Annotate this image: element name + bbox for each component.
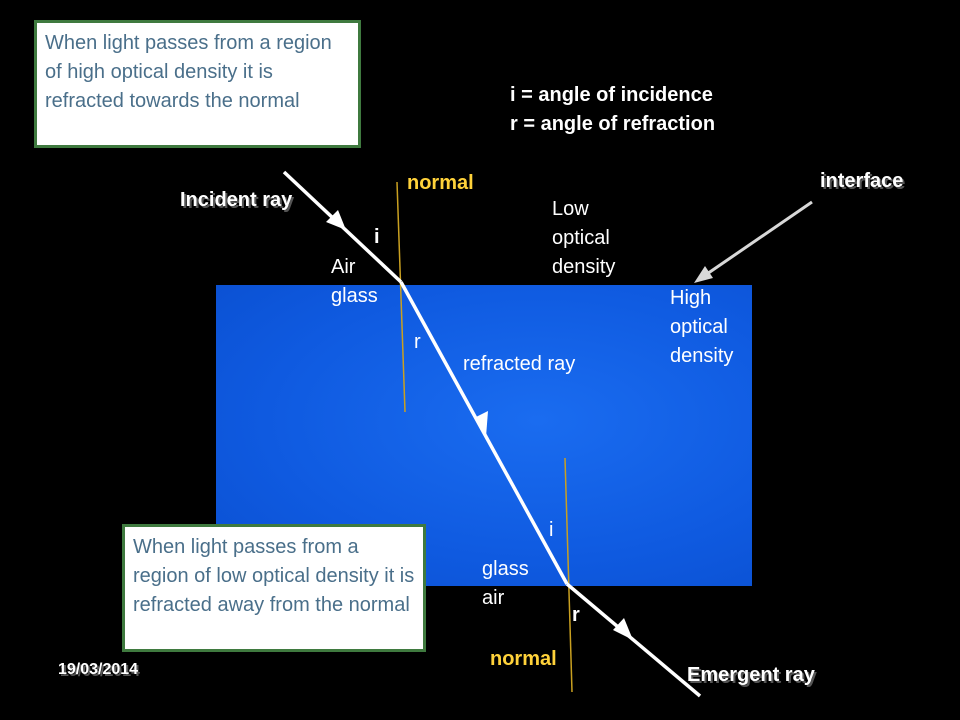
label-interface: interface bbox=[820, 170, 904, 192]
legend-refraction: r = angle of refraction bbox=[510, 113, 716, 135]
normal-line-bottom bbox=[564, 457, 573, 693]
emergent-ray-line bbox=[565, 582, 702, 698]
label-low-density-3: density bbox=[552, 256, 616, 278]
label-refracted-ray: refracted ray bbox=[463, 353, 576, 375]
label-glass-bottom: glass bbox=[482, 558, 529, 580]
refracted-ray-arrowhead bbox=[474, 411, 488, 437]
label-incident-ray: Incident ray bbox=[180, 189, 293, 211]
slide-date: 19/03/2014 bbox=[58, 661, 139, 678]
label-air-bottom: air bbox=[482, 587, 505, 609]
label-air-top: Air bbox=[331, 256, 356, 278]
label-low-density-2: optical bbox=[552, 227, 610, 249]
label-low-density-1: Low bbox=[552, 198, 589, 220]
label-normal-bottom: normal bbox=[490, 648, 557, 670]
emergent-ray-arrowhead bbox=[613, 618, 633, 640]
label-high-density-2: optical bbox=[670, 316, 728, 338]
label-r-bottom: r bbox=[572, 604, 580, 626]
incident-ray-arrowhead bbox=[326, 210, 346, 230]
note-high-to-low: When light passes from a region of high … bbox=[34, 20, 361, 148]
legend-incidence: i = angle of incidence bbox=[510, 84, 713, 106]
label-normal-top: normal bbox=[407, 172, 474, 194]
label-glass-top: glass bbox=[331, 285, 378, 307]
normal-line-top bbox=[396, 181, 406, 413]
label-i-bottom: i bbox=[549, 519, 554, 541]
label-high-density-1: High bbox=[670, 287, 712, 309]
label-high-density-3: density bbox=[670, 345, 734, 367]
label-emergent-ray: Emergent ray bbox=[687, 664, 815, 686]
label-r-top: r bbox=[414, 331, 421, 353]
label-i-top: i bbox=[374, 226, 380, 248]
note-low-to-high: When light passes from a region of low o… bbox=[122, 524, 426, 652]
interface-pointer-line bbox=[703, 200, 813, 278]
interface-pointer-arrowhead bbox=[694, 266, 713, 283]
